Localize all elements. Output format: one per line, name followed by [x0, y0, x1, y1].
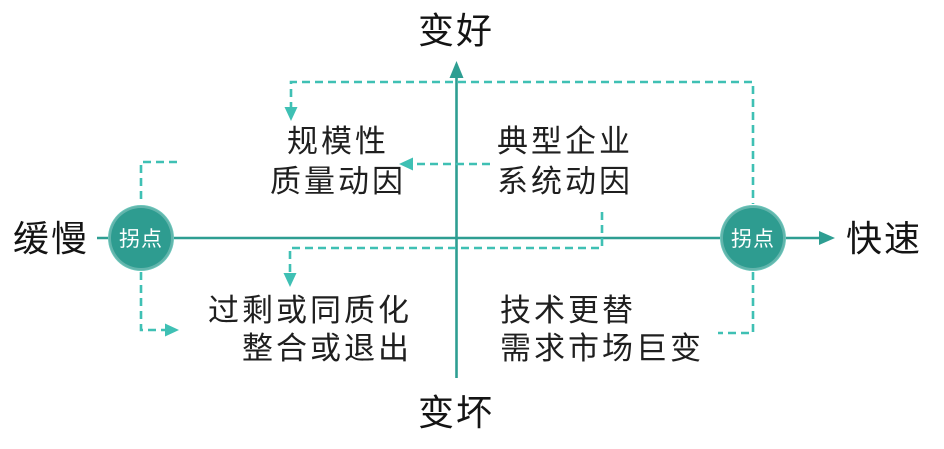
- dashed-path-left-node-to-bottomleft: [139, 272, 166, 332]
- quadrant-top-right-line1: 典型企业: [497, 124, 633, 160]
- quadrant-label-top-left: 规模性 质量动因: [270, 122, 406, 202]
- axis-label-top: 变好: [417, 10, 495, 51]
- axis-label-left: 缓慢: [13, 218, 90, 259]
- dashed-arrowhead-left-icon: [399, 157, 413, 171]
- quadrant-label-bottom-left: 过剩或同质化 整合或退出: [208, 292, 412, 368]
- quadrant-bottom-right-line1: 技术更替: [500, 293, 636, 329]
- quadrant-top-left-line1: 规模性: [287, 124, 389, 160]
- inflection-node-right-label: 拐点: [731, 228, 775, 251]
- dashed-path-topleft-to-left-node: [139, 160, 177, 204]
- dashed-arrowhead-down-top-left-icon: [284, 107, 298, 121]
- quadrant-label-top-right: 典型企业 系统动因: [497, 122, 633, 202]
- dashed-arrowhead-down-bottom-left-icon: [283, 273, 297, 287]
- dashed-path-top-loop: [289, 80, 755, 204]
- quadrant-label-bottom-right: 技术更替 需求市场巨变: [500, 292, 704, 368]
- quadrant-top-right-line2: 系统动因: [497, 164, 633, 200]
- inflection-node-left: 拐点: [109, 206, 173, 270]
- dashed-arrowhead-right-icon: [165, 323, 179, 337]
- quadrant-top-left-line2: 质量动因: [270, 164, 406, 200]
- inflection-node-left-label: 拐点: [119, 228, 163, 251]
- axis-label-bottom: 变坏: [417, 392, 495, 433]
- quadrant-bottom-left-line2: 整合或退出: [242, 331, 412, 367]
- horizontal-axis-arrow-right-icon: [819, 231, 835, 245]
- dashed-path-topright-to-bottomleft: [288, 212, 604, 274]
- quadrant-bottom-right-line2: 需求市场巨变: [500, 331, 704, 367]
- vertical-axis-arrow-up-icon: [449, 61, 464, 78]
- inflection-node-right: 拐点: [721, 206, 785, 270]
- dashed-path-right-node-to-bottomright: [718, 272, 755, 335]
- axis-label-right: 快速: [846, 218, 923, 259]
- quadrant-bottom-left-line1: 过剩或同质化: [208, 293, 412, 329]
